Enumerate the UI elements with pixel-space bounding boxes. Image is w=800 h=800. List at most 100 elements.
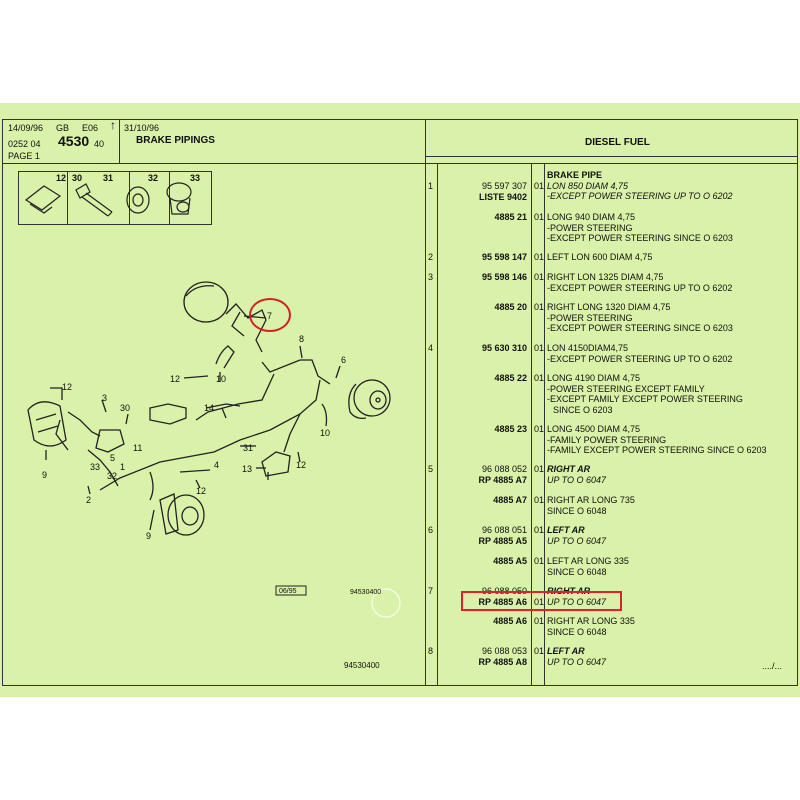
quantity: 01 <box>534 373 545 383</box>
callout-12a: 12 <box>170 374 181 384</box>
col-desc-divider <box>544 163 545 685</box>
header-lang: GB <box>56 123 70 133</box>
col-no-divider <box>437 163 438 685</box>
part-number: 4885 A6 <box>493 616 527 626</box>
part-number: 96 088 051 <box>481 525 527 535</box>
quantity: 01 <box>534 525 545 535</box>
frame-top <box>2 119 798 120</box>
header-bottom-left <box>2 163 425 164</box>
row-number: 1 <box>428 181 434 191</box>
callout-5: 5 <box>110 453 116 463</box>
bolt-icon <box>75 183 113 217</box>
page-title: BRAKE PIPINGS <box>136 135 215 146</box>
header-date1: 14/09/96 <box>8 123 44 133</box>
part-description: RIGHT LON 1325 DIAM 4,75 -EXCEPT POWER S… <box>547 272 733 293</box>
part-number: 4885 23 <box>494 424 527 434</box>
frame-bottom <box>2 685 798 686</box>
callout-10a: 10 <box>216 374 227 384</box>
part-description: LEFT AR LONG 335 SINCE O 6048 <box>547 556 629 577</box>
callout-8: 8 <box>299 334 305 344</box>
frame-right <box>797 119 798 685</box>
part-description: LONG 4190 DIAM 4,75 -POWER STEERING EXCE… <box>547 373 743 415</box>
callout-13: 13 <box>242 464 253 474</box>
part-description: LONG 940 DIAM 4,75 -POWER STEERING -EXCE… <box>547 212 733 243</box>
diagram-ref-2: 94530400 <box>344 661 380 670</box>
part-description: RIGHT LONG 1320 DIAM 4,75 -POWER STEERIN… <box>547 302 733 333</box>
callout-3: 3 <box>102 393 108 403</box>
row-number: 6 <box>428 525 434 535</box>
part-number: 95 598 146 <box>481 272 527 282</box>
up-arrow-icon: ↑ <box>110 118 116 132</box>
callout-31: 31 <box>243 443 254 453</box>
continuation-mark: ..../... <box>762 661 783 671</box>
part-number: 4885 21 <box>494 212 527 222</box>
part-description: RIGHT AR LONG 735 SINCE O 6048 <box>547 495 635 516</box>
quantity: 01 <box>534 464 545 474</box>
legend-num-33: 33 <box>190 173 201 183</box>
part-number-alt: RP 4885 A6 <box>478 597 527 607</box>
part-number: 4885 A7 <box>493 495 527 505</box>
callout-14: 14 <box>204 403 215 413</box>
quantity: 01 <box>534 212 545 222</box>
header-divider-v2 <box>425 119 426 685</box>
callout-6: 6 <box>341 355 347 365</box>
part-number: 95 630 310 <box>481 343 527 353</box>
section-title: DIESEL FUEL <box>585 137 650 148</box>
frame-left <box>2 119 3 685</box>
callout-2: 2 <box>86 495 92 505</box>
callout-9b: 9 <box>146 531 152 541</box>
row-number: 3 <box>428 272 434 282</box>
quantity: 01 <box>534 252 545 262</box>
quantity: 01 <box>534 556 545 566</box>
part-description: LEFT AR UP TO O 6047 <box>547 525 607 546</box>
callout-12b: 12 <box>62 382 73 392</box>
callout-11: 11 <box>133 443 143 453</box>
part-description: LEFT AR UP TO O 6047 <box>547 646 607 667</box>
quantity: 01 <box>534 646 545 656</box>
callout-4: 4 <box>214 460 220 470</box>
highlight-circle-7 <box>249 298 291 332</box>
callout-12d: 12 <box>196 486 207 496</box>
highlight-box-rp-4885-a6 <box>461 591 622 611</box>
callout-9a: 9 <box>42 470 48 480</box>
part-description: RIGHT AR LONG 335 SINCE O 6048 <box>547 616 635 637</box>
part-number-alt: RP 4885 A5 <box>478 536 527 546</box>
quantity: 01 <box>534 424 545 434</box>
part-number: 96 088 052 <box>481 464 527 474</box>
part-description: BRAKE PIPE LON 850 DIAM 4,75 -EXCEPT POW… <box>547 170 733 201</box>
part-number: 4885 22 <box>494 373 527 383</box>
clip-icon <box>24 185 62 214</box>
callout-10b: 10 <box>320 428 331 438</box>
part-number: 4885 20 <box>494 302 527 312</box>
part-number: 95 598 147 <box>481 252 527 262</box>
part-number: 4885 A5 <box>493 556 527 566</box>
quantity: 01 <box>534 343 545 353</box>
callout-33: 33 <box>90 462 101 472</box>
part-number: 95 597 307 <box>481 181 527 191</box>
row-number: 8 <box>428 646 434 656</box>
part-description: LEFT LON 600 DIAM 4,75 <box>547 252 653 262</box>
col-qty-divider <box>531 163 532 685</box>
row-number: 4 <box>428 343 434 353</box>
header-page: PAGE 1 <box>8 151 40 161</box>
row-number: 7 <box>428 586 434 596</box>
callout-30: 30 <box>120 403 131 413</box>
quantity: 01 <box>534 272 545 282</box>
header-code-main: 4530 <box>58 133 90 149</box>
table-line <box>425 163 798 164</box>
part-number-alt: RP 4885 A7 <box>478 475 527 485</box>
revision-stamp: 06/95 <box>279 588 297 595</box>
quantity: 01 <box>534 181 545 191</box>
callout-1: 1 <box>120 462 126 472</box>
grommet-icon <box>166 182 192 215</box>
quantity: 01 <box>534 495 545 505</box>
washer-icon <box>126 186 150 214</box>
quantity: 01 <box>534 616 545 626</box>
header-code-prefix: 0252 04 <box>8 139 41 149</box>
part-description: LONG 4500 DIAM 4,75 -FAMILY POWER STEERI… <box>547 424 767 455</box>
part-description: LON 4150DIAM4,75 -EXCEPT POWER STEERING … <box>547 343 733 364</box>
part-number-alt: RP 4885 A8 <box>478 657 527 667</box>
row-number: 2 <box>428 252 434 262</box>
row-number: 5 <box>428 464 434 474</box>
quantity: 01 <box>534 302 545 312</box>
